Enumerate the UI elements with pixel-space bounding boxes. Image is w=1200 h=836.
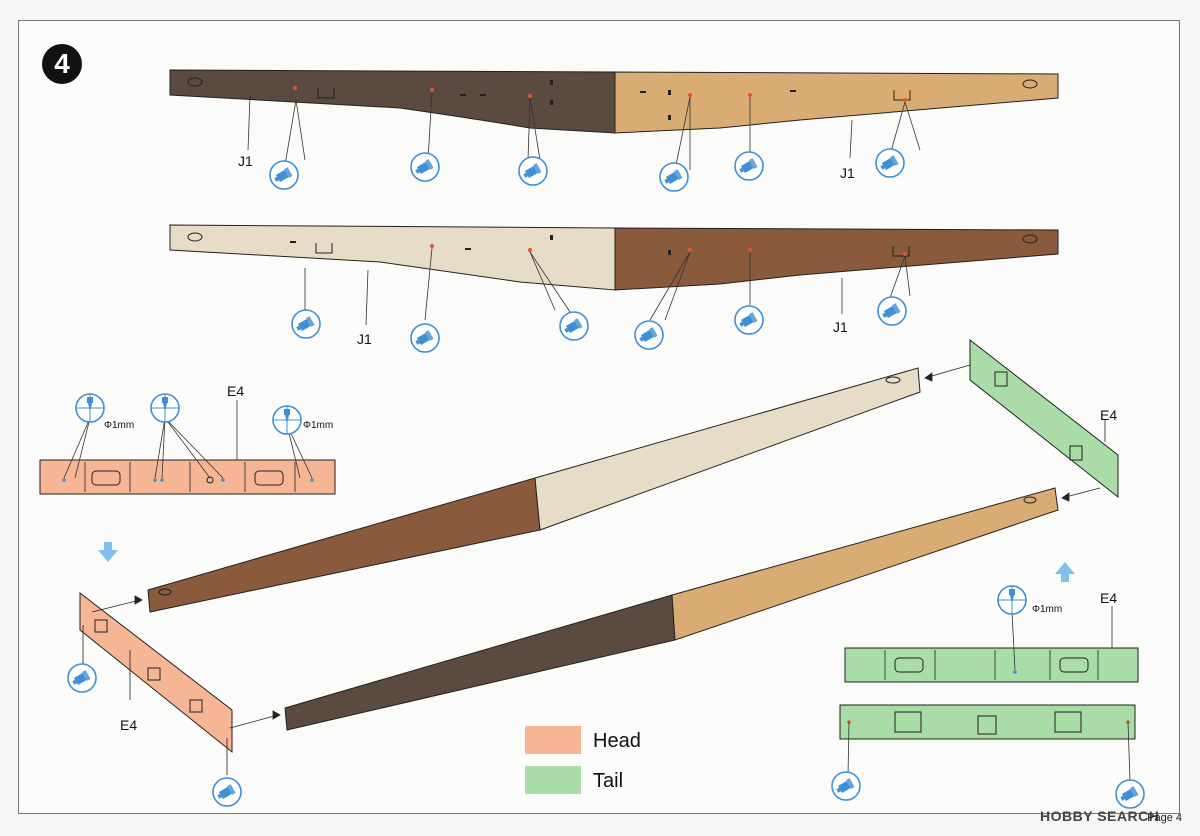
- leader-lines-second: [304, 247, 911, 326]
- cement-icon: [831, 771, 861, 801]
- cement-icon: [291, 309, 321, 339]
- arrow-up-icon: [1055, 562, 1075, 582]
- part-label-j1: J1: [357, 331, 372, 347]
- j1-rail-second: [169, 224, 1059, 291]
- cement-icon: [659, 162, 689, 192]
- cement-icon: [559, 311, 589, 341]
- part-label-j1: J1: [238, 153, 253, 169]
- hole-size-note: Φ1mm: [1032, 604, 1062, 615]
- cement-icon: [67, 663, 97, 693]
- j1-rail-top: [169, 69, 1059, 134]
- cement-icon: [734, 305, 764, 335]
- part-label-e4: E4: [120, 717, 137, 733]
- e4-crossmember-head-flat: [39, 459, 336, 495]
- legend-label-tail: Tail: [593, 770, 624, 792]
- cement-icon: [212, 777, 242, 807]
- part-label-j1: J1: [840, 165, 855, 181]
- cement-icon: [269, 160, 299, 190]
- legend-swatch-head: [525, 726, 581, 754]
- cement-icon: [518, 156, 548, 186]
- drill-icon: [997, 585, 1027, 615]
- leader-lines-top: [247, 91, 921, 171]
- hole-size-note: Φ1mm: [104, 420, 134, 431]
- cement-icon: [634, 320, 664, 350]
- cement-icon: [877, 296, 907, 326]
- e4-crossmember-tail-flat: [844, 647, 1139, 683]
- leader-lines-e4-tail: [847, 606, 1131, 783]
- cement-icon: [1115, 779, 1145, 809]
- cement-icon: [875, 148, 905, 178]
- drill-icon: [75, 393, 105, 423]
- legend-label-head: Head: [593, 730, 641, 752]
- hole-size-note: Φ1mm: [303, 420, 333, 431]
- part-label-e4: E4: [1100, 407, 1117, 423]
- assembly-arrows: [82, 364, 1106, 775]
- legend-swatch-tail: [525, 766, 581, 794]
- brand-watermark: HOBBY SEARCH: [1040, 808, 1160, 824]
- part-label-e4: E4: [227, 383, 244, 399]
- cement-icon: [410, 323, 440, 353]
- e4-crossmember-tail-underside: [839, 704, 1136, 740]
- drill-icon: [150, 393, 180, 423]
- page-number: Page 4: [1147, 812, 1182, 824]
- cement-icon: [410, 152, 440, 182]
- arrow-down-icon: [98, 542, 118, 562]
- step-number-badge: 4: [42, 44, 82, 84]
- frame-assembly-isometric: [79, 338, 1119, 754]
- drill-icon: [272, 405, 302, 435]
- cement-icon: [734, 151, 764, 181]
- part-label-e4: E4: [1100, 590, 1117, 606]
- part-label-j1: J1: [833, 319, 848, 335]
